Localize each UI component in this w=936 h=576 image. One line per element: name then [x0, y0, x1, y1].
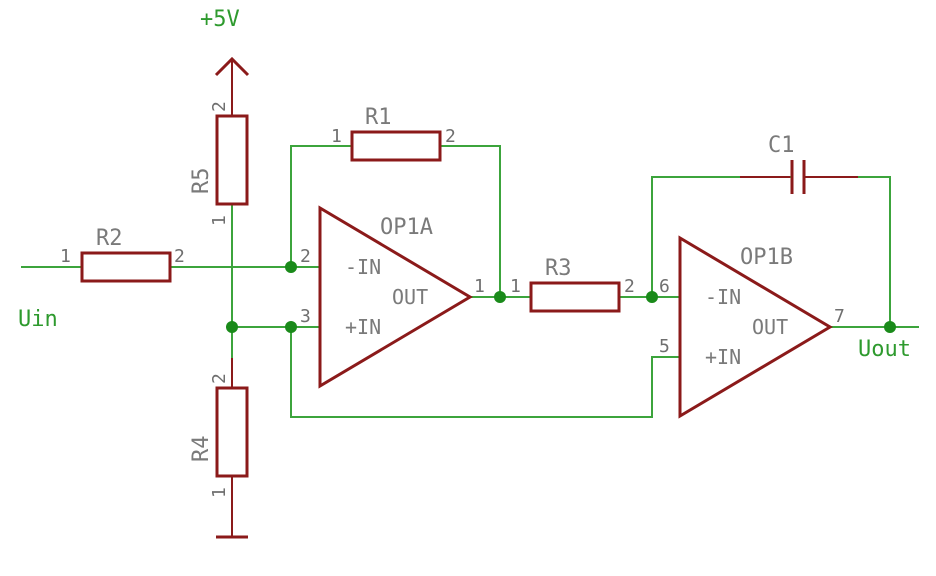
junction-dot: [494, 291, 506, 303]
wire-r1-feedback-left: [290, 145, 351, 268]
r5-pin-b: 1: [209, 215, 230, 226]
r2-body: [80, 251, 172, 283]
op1b-pin-out: 7: [834, 306, 845, 327]
opamp-op1b: -IN +IN OUT OP1B 6 5 7: [659, 235, 845, 419]
op1b-out-label: OUT: [752, 315, 788, 339]
wire-r1-feedback-right: [439, 145, 501, 298]
r4-label: R4: [189, 436, 214, 463]
r1-pin-b: 2: [445, 126, 456, 147]
supply-symbol: +5V: [200, 7, 250, 88]
r3-pin-b: 2: [624, 276, 635, 297]
wire-bias-to-op1b-noninv: [290, 326, 681, 418]
op1a-body: [318, 205, 473, 389]
r3-label: R3: [545, 256, 572, 281]
junctions: [226, 261, 896, 333]
r1-pin-a: 1: [331, 126, 342, 147]
wire-c1-right: [803, 176, 891, 328]
r2-pin-a: 1: [60, 246, 71, 267]
r5-label: R5: [189, 168, 214, 195]
junction-dot: [646, 291, 658, 303]
junction-dot: [285, 261, 297, 273]
r4-pin-a: 2: [209, 373, 230, 384]
junction-dot: [884, 321, 896, 333]
r2-label: R2: [96, 226, 123, 251]
junction-dot: [226, 321, 238, 333]
r3-body: [529, 281, 621, 313]
op1a-noninv-label: +IN: [345, 315, 381, 339]
r4-body: [215, 386, 249, 478]
r4-pin-b: 1: [209, 487, 230, 498]
resistor-r4: 2 1 R4: [189, 358, 249, 539]
r5-body: [215, 114, 249, 206]
arrow-up-icon: [214, 56, 250, 77]
resistor-r5: 2 1 R5: [189, 88, 249, 226]
input-label: Uin: [18, 307, 58, 332]
op1b-label: OP1B: [740, 245, 793, 270]
op1b-noninv-label: +IN: [705, 345, 741, 369]
wire-c1-left: [651, 176, 791, 298]
op1b-body: [678, 235, 833, 419]
op1a-pin-inv: 2: [300, 246, 311, 267]
resistor-r2: 1 2 R2: [60, 226, 185, 283]
op1a-label: OP1A: [380, 215, 433, 240]
op1a-pin-out: 1: [474, 276, 485, 297]
op1b-pin-noninv: 5: [659, 336, 670, 357]
op1a-pin-noninv: 3: [300, 306, 311, 327]
op1a-inv-label: -IN: [345, 255, 381, 279]
supply-label: +5V: [200, 7, 240, 32]
r3-pin-a: 1: [510, 276, 521, 297]
op1a-out-label: OUT: [392, 285, 428, 309]
resistor-r1: 1 2 R1: [331, 105, 456, 162]
resistor-r3: 1 2 R3: [510, 256, 635, 313]
r1-label: R1: [365, 105, 392, 130]
c1-label: C1: [768, 133, 795, 158]
r1-body: [350, 130, 442, 162]
op1b-inv-label: -IN: [705, 285, 741, 309]
capacitor-c1: C1: [740, 133, 858, 194]
op1b-pin-inv: 6: [659, 276, 670, 297]
r2-pin-b: 2: [174, 246, 185, 267]
junction-dot: [285, 321, 297, 333]
opamp-op1a: -IN +IN OUT OP1A 2 3 1: [300, 205, 485, 389]
r5-pin-a: 2: [209, 101, 230, 112]
output-label: Uout: [858, 337, 911, 362]
